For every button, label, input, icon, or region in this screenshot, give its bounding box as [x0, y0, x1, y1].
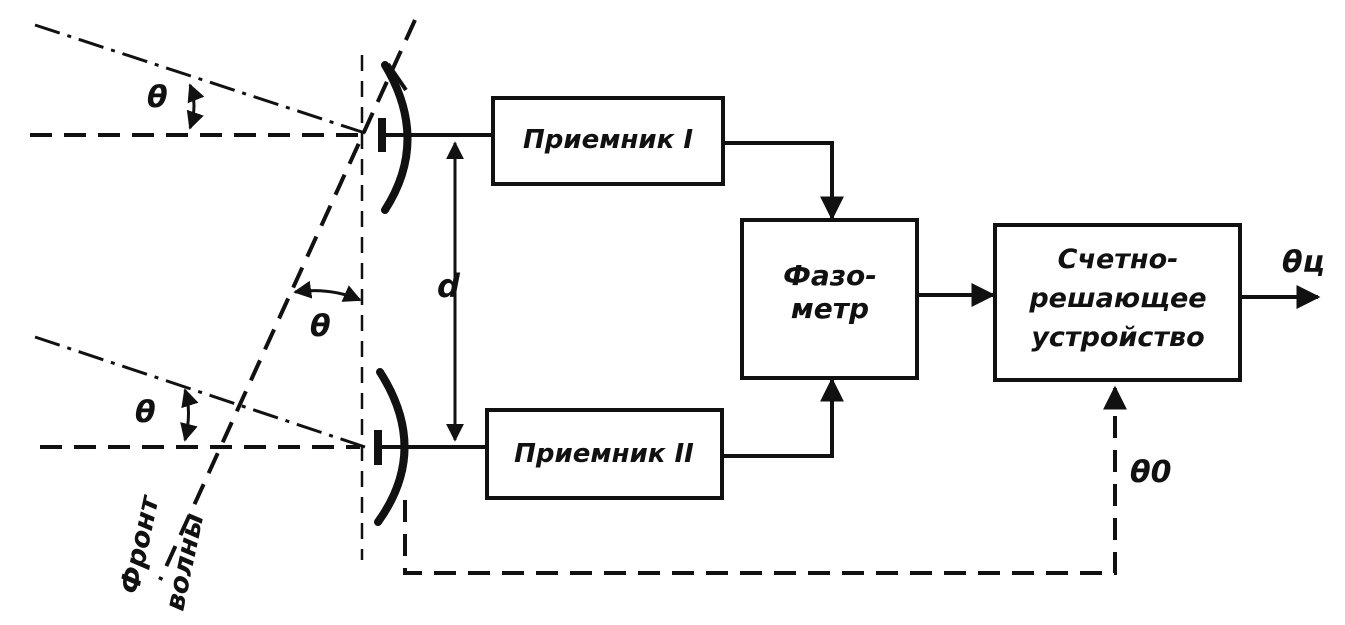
wavefront-line	[158, 19, 417, 581]
antenna-top	[381, 61, 412, 214]
phasemeter-label-line2: метр	[791, 292, 869, 325]
phasemeter-box	[740, 218, 919, 380]
antenna-top-cross	[386, 62, 408, 92]
angle-arc-mid	[293, 280, 362, 302]
angle-arc-top	[186, 83, 205, 130]
computer-label-line3: устройство	[1031, 322, 1204, 353]
theta-top-label: θ	[147, 80, 168, 115]
receiver-2-label: Приемник II	[514, 439, 694, 469]
computer-label-line2: решающее	[1028, 283, 1206, 314]
incoming-ray-bottom	[34, 335, 366, 449]
receiver-1-label: Приемник I	[523, 125, 693, 155]
wavefront-label-line1: Фронт	[115, 492, 166, 597]
angle-arc-bottom	[180, 388, 199, 442]
wire-receiver1-to-phasemeter	[723, 141, 844, 221]
distance-label: d	[437, 267, 461, 305]
computer-label-line1: Счетно-	[1058, 244, 1179, 275]
theta-zero-label: θ0	[1130, 455, 1171, 490]
incoming-ray-top	[34, 23, 366, 135]
phasemeter-label-line1: Фазо-	[783, 259, 877, 292]
reference-dashed-path	[403, 385, 1127, 575]
theta-mid-label: θ	[310, 309, 331, 344]
computer-box	[993, 223, 1242, 382]
receiver-1-box	[491, 96, 725, 186]
theta-target-label: θц	[1282, 245, 1325, 280]
theta-bottom-label: θ	[135, 395, 156, 430]
wire-receiver2-to-phasemeter	[722, 377, 844, 458]
